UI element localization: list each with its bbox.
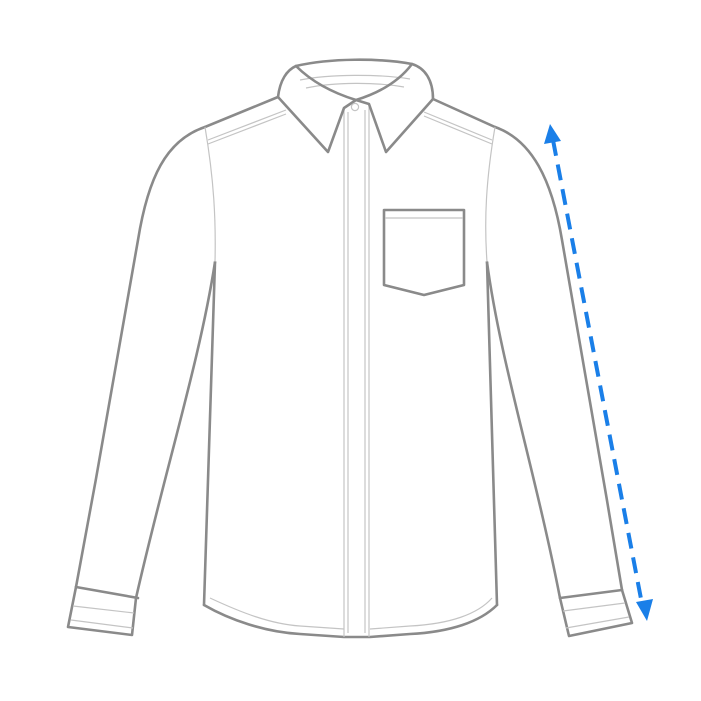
right-sleeve: [485, 125, 634, 638]
arrow-head-top-icon: [544, 124, 561, 144]
right-cuff-top-line: [558, 588, 624, 600]
body-seams: [204, 104, 496, 637]
sleeve-length-measurement: [544, 124, 653, 621]
pocket-outline: [382, 208, 466, 297]
right-sleeve-outer-edge: [493, 125, 624, 592]
right-cuff: [558, 588, 634, 638]
right-side-seam: [485, 260, 499, 607]
collar-neckline: [294, 62, 414, 102]
left-cuff: [66, 585, 138, 637]
left-shoulder: [203, 95, 280, 129]
sleeve-length-dashed-line: [551, 139, 644, 605]
shirt-hem: [202, 603, 499, 639]
left-side-seam: [202, 260, 217, 607]
right-sleeve-inner-edge: [485, 260, 562, 600]
collar-button: [350, 102, 360, 112]
left-armhole-seam: [204, 126, 216, 263]
left-sleeve: [66, 125, 217, 637]
chest-pocket: [382, 208, 466, 297]
collar-left-point: [276, 95, 358, 154]
left-yoke-seam: [207, 109, 287, 141]
left-cuff-top-line: [74, 585, 140, 600]
right-yoke-seam: [423, 111, 493, 141]
left-sleeve-outer-edge: [74, 125, 207, 589]
right-cuff-seams: [562, 602, 630, 629]
arrow-head-bottom-icon: [636, 599, 653, 621]
right-shoulder: [431, 97, 497, 129]
collar-stand: [276, 58, 435, 101]
left-sleeve-inner-edge: [134, 260, 217, 600]
right-armhole-seam: [485, 126, 496, 263]
collar: [276, 58, 435, 154]
collar-right-point: [354, 97, 435, 154]
left-cuff-seams: [70, 605, 135, 629]
shirt-body: [202, 95, 499, 639]
